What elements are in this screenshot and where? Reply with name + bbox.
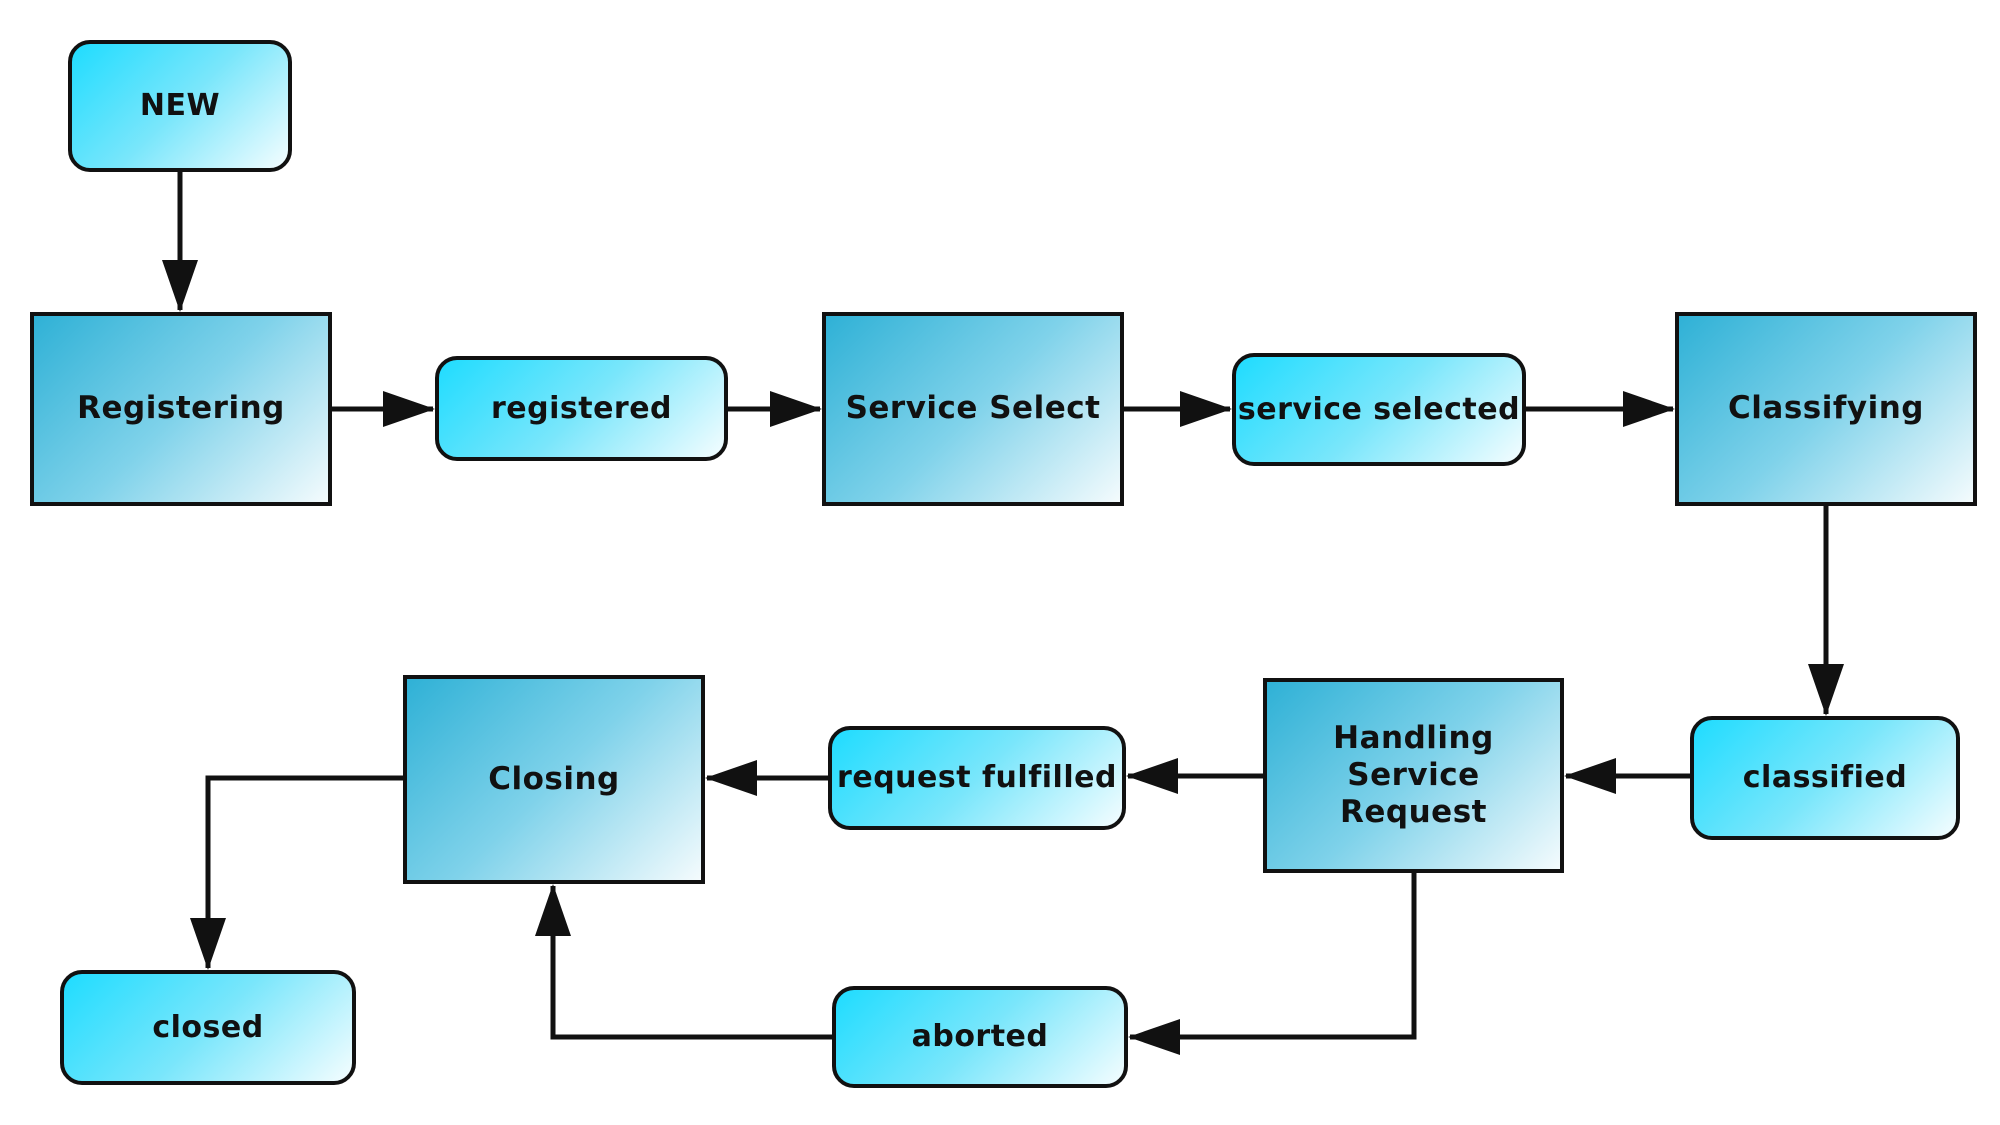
node-closing: Closing [403, 675, 705, 884]
node-service-select: Service Select [822, 312, 1124, 506]
node-classified: classified [1690, 716, 1960, 840]
node-registered: registered [435, 356, 728, 461]
node-request-fulfilled: request fulfilled [828, 726, 1126, 830]
node-closed: closed [60, 970, 356, 1085]
node-service-selected: service selected [1232, 353, 1526, 466]
node-aborted: aborted [832, 986, 1128, 1088]
node-registering: Registering [30, 312, 332, 506]
edge-handling-to-aborted [1128, 873, 1417, 1055]
edge-closing-to-closed [190, 775, 403, 970]
edge-aborted-to-closing [535, 884, 832, 1040]
node-classifying: Classifying [1675, 312, 1977, 506]
node-handling-service-request: Handling Service Request [1263, 678, 1564, 873]
node-new: NEW [68, 40, 292, 172]
